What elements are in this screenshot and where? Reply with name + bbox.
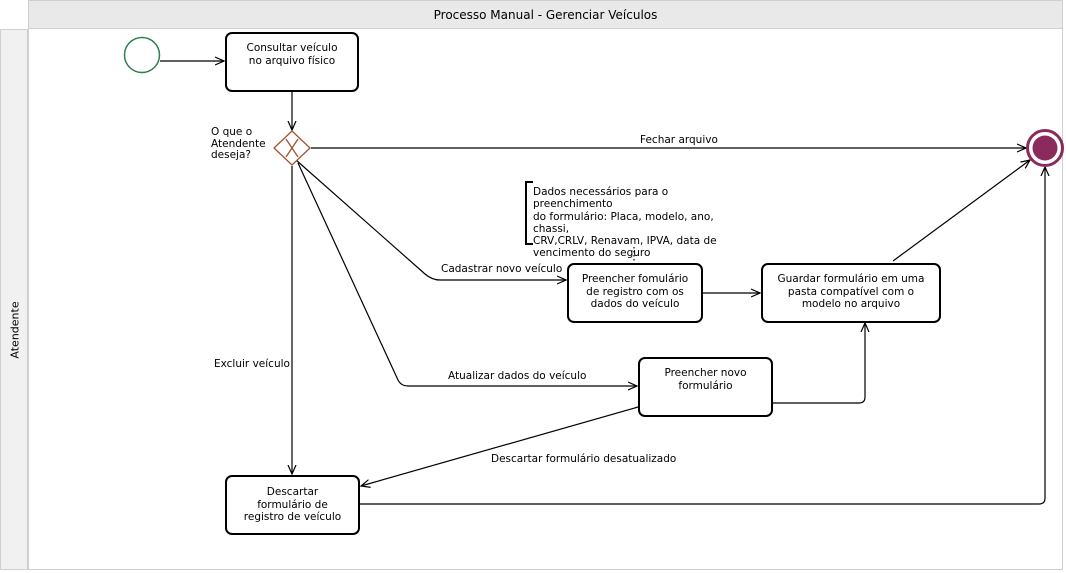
end-event-inner [1032, 135, 1058, 161]
text-annotation[interactable]: Dados necessários para o preenchimento d… [525, 181, 745, 259]
flow-label-cadastrar: Cadastrar novo veículo [441, 263, 563, 275]
task-consultar-veiculo[interactable]: Consultar veículo no arquivo físico [225, 32, 359, 92]
pool-title: Processo Manual - Gerenciar Veículos [433, 7, 658, 22]
flow-label-fechar: Fechar arquivo [640, 134, 718, 146]
task-label: Consultar veículo no arquivo físico [246, 42, 338, 67]
pool-header: Processo Manual - Gerenciar Veículos [28, 0, 1063, 29]
lane-body [28, 29, 1063, 570]
flow-descartar-desatualizado[interactable] [361, 406, 639, 486]
annotation-text: Dados necessários para o preenchimento d… [533, 186, 717, 260]
task-label: Guardar formulário em uma pasta compatív… [777, 273, 925, 310]
lane-header: Atendente [0, 29, 28, 570]
flow-cadastrar[interactable] [295, 159, 566, 280]
task-label: Descartar formulário de registro de veíc… [243, 486, 342, 523]
task-guardar-formulario[interactable]: Guardar formulário em uma pasta compatív… [761, 263, 941, 323]
task-preencher-novo[interactable]: Preencher novo formulário [638, 357, 773, 417]
flow-label-excluir: Excluir veículo [214, 358, 290, 370]
gateway-x-marker-icon [285, 138, 299, 158]
task-label: Preencher fomulário de registro com os d… [581, 273, 689, 310]
task-label: Preencher novo formulário [664, 367, 747, 392]
flow-label-descartar-desatualizado: Descartar formulário desatualizado [491, 453, 677, 465]
flow-atualizar[interactable] [297, 162, 637, 386]
gateway-question-label: O que o Atendente deseja? [211, 126, 266, 161]
flow-novo-to-guardar[interactable] [773, 323, 865, 404]
flow-descartar-to-end[interactable] [360, 167, 1045, 505]
start-event[interactable] [123, 36, 161, 74]
task-preencher-registro[interactable]: Preencher fomulário de registro com os d… [567, 263, 703, 323]
flow-label-atualizar: Atualizar dados do veículo [448, 370, 587, 382]
flow-guardar-to-end[interactable] [892, 160, 1030, 262]
task-descartar-formulario[interactable]: Descartar formulário de registro de veíc… [225, 475, 360, 535]
